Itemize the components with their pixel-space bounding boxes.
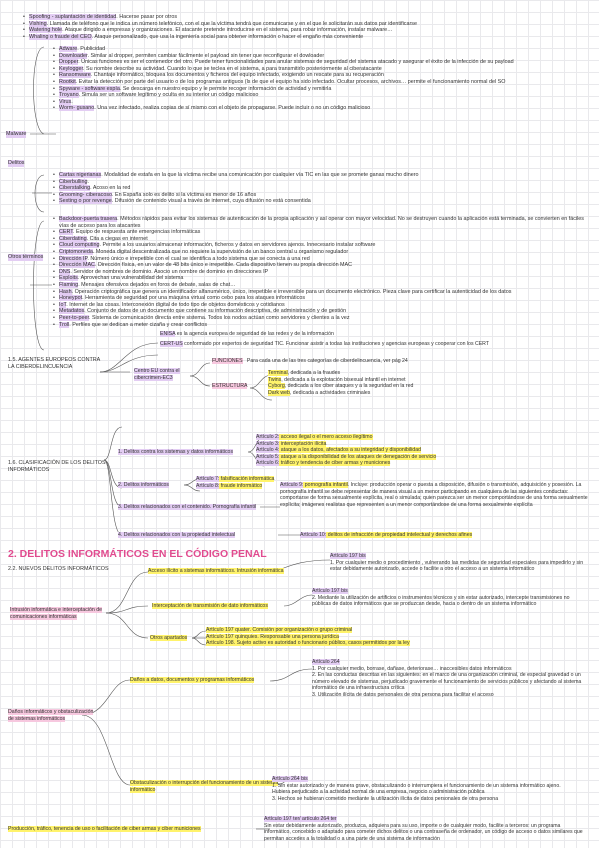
malware-label: Malware <box>6 131 27 138</box>
list-item: Exploits. Aprovechan una vulnerabilidad … <box>53 275 592 282</box>
danos-main-node: Daños informáticos y obstaculización de … <box>8 709 94 722</box>
obstaculizacion-node: Obstaculización o interrupción del funci… <box>130 780 279 793</box>
list-item: Vishing. Llamada de teléfono que le indi… <box>23 20 588 28</box>
acceso-node: Acceso ilícito a sistemas informáticos. … <box>148 568 284 574</box>
list-item: Artículo 4: ataque a los datos, afectado… <box>256 447 421 454</box>
list-item: Artículo 197 quinquies. Responsable una … <box>206 633 339 640</box>
list-item: Cartas nigerianas. Modalidad de estafa e… <box>53 172 592 179</box>
art264ter-detail: Artículo 197 ter/ artículo 264 ter Sin e… <box>264 816 583 842</box>
otros-terminos-label: Otros términos <box>8 254 44 261</box>
g1-list: Artículo 2: acceso ilegal o el mero acce… <box>256 434 586 467</box>
malware-list: Adware. Publicidad Downloader. Similar a… <box>52 46 592 112</box>
list-item: Downloader. Similar al dropper, permiten… <box>53 52 592 60</box>
list-item: Artículo 197 quater. Comisión por organi… <box>206 627 353 633</box>
list-item: Grooming- ciberacoso. En España solo es … <box>53 191 592 199</box>
danos-node: Daños a datos, documentos y programas in… <box>130 677 255 683</box>
list-item: DNS. Servidor de nombres de dominio. Aso… <box>53 268 592 276</box>
list-item: Artículo 8: fraude informático <box>196 482 263 489</box>
g4-detail: Artículo 10: delitos de infracción de pr… <box>300 532 473 538</box>
list-item: Adware. Publicidad <box>53 46 592 53</box>
intercepcion-node: Interceptación de transmisión de dato in… <box>152 603 268 609</box>
list-item: Artículo 2: acceso ilegal o el mero acce… <box>256 434 373 440</box>
g2-node: 2. Delitos informáticos <box>118 482 170 488</box>
list-item: Troll. Perfiles que se dedican a meter c… <box>53 321 592 329</box>
cert-us-text: CERT-US conformado por expertos de segur… <box>160 341 490 347</box>
list-item: Twins, dedicada a la explotación bisexua… <box>268 376 406 383</box>
section-1-5-label: 1.5. AGENTES EUROPEOS CONTRA LA CIBERDEL… <box>8 357 100 370</box>
g2-list: Artículo 7: falsificación informática Ar… <box>196 476 396 489</box>
list-item: CERT. Equipo de respuesta ante emergenci… <box>53 229 592 236</box>
list-item: Criptomoneda. Moneda digital descentrali… <box>53 248 592 256</box>
list-item: Keylogger. Su nombre describe su activid… <box>53 65 592 73</box>
section-1-6-label: 1.6. CLASIFICACIÓN DE LOS DELITOS INFORM… <box>8 460 106 473</box>
list-item: Dropper. Únicas funciones es ser el cont… <box>53 59 592 66</box>
section-2-2-label: 2.2. NUEVOS DELITOS INFORMÁTICOS <box>8 566 109 572</box>
list-item: Rootkit. Evitar la detección por parte d… <box>53 78 592 86</box>
g3-node: 3. Delitos relacionados con el contenido… <box>118 504 257 510</box>
list-item: Artículo 198. Sujeto activo es autoridad… <box>206 640 410 647</box>
art264bis-detail: Artículo 264 bis 1. Sin estar autorizado… <box>272 776 561 802</box>
list-item: Ciberdating. Cita a ciegas en internet <box>53 235 592 243</box>
list-item: Artículo 6: tráfico y tendencia de ciber… <box>256 460 391 467</box>
top-bullet-list: Spoofing - suplantación de identidad. Ha… <box>22 14 588 40</box>
estructura-node: ESTRUCTURA <box>212 383 248 389</box>
list-item: Artículo 5: ataque a la disponibilidad d… <box>256 453 437 460</box>
list-item: Troyano. Simula ser un software legítimo… <box>53 92 592 99</box>
otros-apartados-node: Otros apartados <box>150 635 188 641</box>
otros-apartados-list: Artículo 197 quater. Comisión por organi… <box>206 627 536 647</box>
list-item: Dirección IP. Número único e irrepetible… <box>53 255 592 263</box>
g3-detail: Artículo 9: pornografía infantil. Incluy… <box>280 482 588 508</box>
list-item: Ransomware. Chantaje informático, bloque… <box>53 72 592 79</box>
list-item: Watering hole. Ataque dirigido a empresa… <box>23 27 588 34</box>
list-item: Cyborg, dedicada a los ciber ataques y a… <box>268 383 414 390</box>
list-item: Flaming. Mensajes ofensivos dejados en f… <box>53 281 592 289</box>
list-item: Dark web, dedicada a actividades crimina… <box>268 389 371 396</box>
list-item: Virus. <box>53 98 592 106</box>
delitos-label: Delitos <box>8 160 25 167</box>
list-item: Hash. Operación criptográfica que genera… <box>53 288 592 296</box>
intrusion-node: Intrusión informática e interceptación d… <box>10 607 102 620</box>
list-item: Dirección MAC. Dirección física, en un v… <box>53 262 592 269</box>
enisa-text: ENISA es la agencia europea de seguridad… <box>160 331 334 337</box>
ec3-node: Centro EU contra el cibercrimen-EC3 <box>134 368 180 381</box>
list-item: Ciberstalking. Acoso en la red <box>53 185 592 192</box>
list-item: Metadatos. Conjunto de datos de un docum… <box>53 308 592 315</box>
produccion-node: Producción, tráfico, tenencia de uso o f… <box>8 826 201 832</box>
list-item: Sexting o por revenge. Difusión de conte… <box>53 198 592 205</box>
list-item: Peer-to-peer. Sistema de comunicación di… <box>53 314 592 322</box>
list-item: Cloud computing. Permite a los usuarios … <box>53 242 592 249</box>
g1-node: 1. Delitos contra los sistemas y datos i… <box>118 449 234 455</box>
list-item: Spoofing - suplantación de identidad. Ha… <box>23 14 588 21</box>
list-item: Ciberbulling. <box>53 178 592 186</box>
list-item: Artículo 7: falsificación informática <box>196 476 275 482</box>
art264-detail: Artículo 264 1. Por cualquier medio, bor… <box>312 659 582 698</box>
list-item: Worm- gusano. Una vez infectado, realiza… <box>53 105 592 112</box>
list-item: Honeypot. Herramienta de seguridad por u… <box>53 295 592 302</box>
section-2-heading: 2. DELITOS INFORMÁTICOS EN EL CÓDIGO PEN… <box>8 548 267 560</box>
list-item: Backdoor-puerta trasera. Métodos rápidos… <box>53 216 592 229</box>
list-item: Terminal, dedicada a la fraudes <box>268 370 341 376</box>
estructura-list: Terminal, dedicada a la fraudes Twins, d… <box>268 370 588 396</box>
g4-node: 4. Delitos relacionados con la propiedad… <box>118 532 236 538</box>
list-item: IoT. Internet de las cosas. Interconexió… <box>53 301 592 309</box>
otros-terminos-list: Backdoor-puerta trasera. Métodos rápidos… <box>52 216 592 328</box>
funciones-node: FUNCIONES Para cada una de las tres cate… <box>212 358 408 364</box>
list-item: Spyware - software espía. Se descarga en… <box>53 85 592 93</box>
list-item: Whaling o fraude del CEO. Ataque persona… <box>23 33 588 41</box>
list-item: Artículo 3: interceptación ilícita <box>256 440 327 447</box>
delitos-list: Cartas nigerianas. Modalidad de estafa e… <box>52 172 592 205</box>
